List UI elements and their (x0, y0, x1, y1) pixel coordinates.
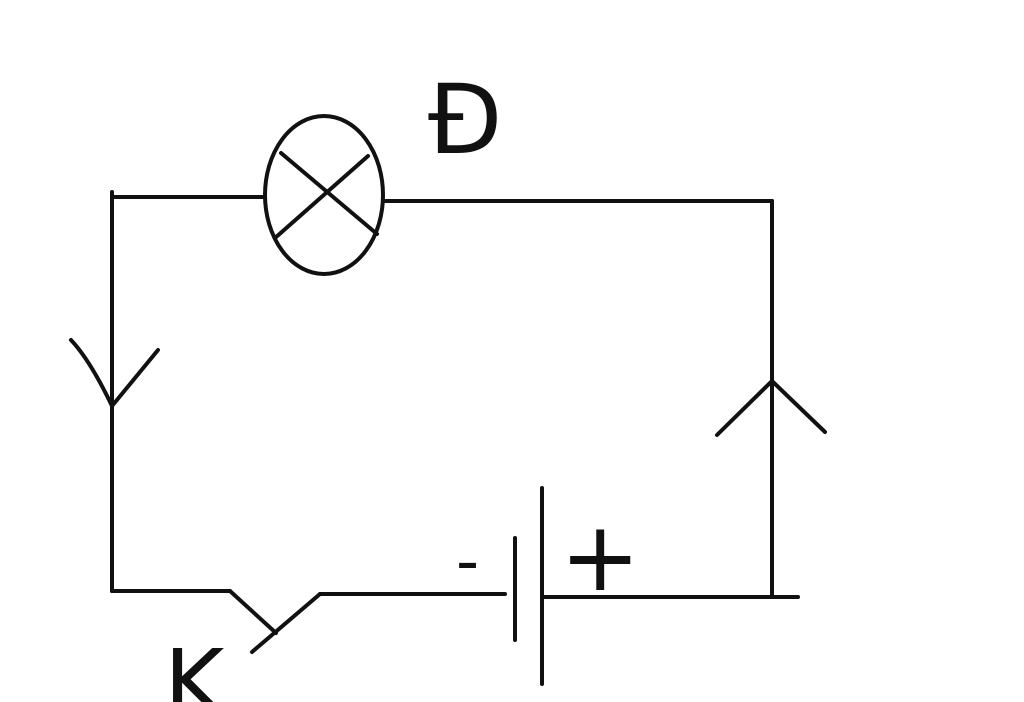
switch (228, 589, 322, 654)
arrow-up-right-wire (715, 379, 827, 437)
current-arrows (69, 338, 827, 437)
circuit-wires (110, 190, 800, 599)
lamp-label: Đ (428, 64, 502, 176)
battery-minus-symbol: - (456, 525, 479, 599)
arrow-down-left-wire (69, 338, 160, 408)
switch-blade-right (250, 592, 322, 654)
lamp-circle (263, 114, 385, 276)
lamp-cross (273, 151, 379, 240)
switch-blade-left (228, 589, 278, 635)
battery (513, 486, 544, 686)
battery-plus-symbol: + (560, 501, 640, 613)
switch-label: K (164, 630, 227, 702)
lamp (263, 114, 385, 276)
